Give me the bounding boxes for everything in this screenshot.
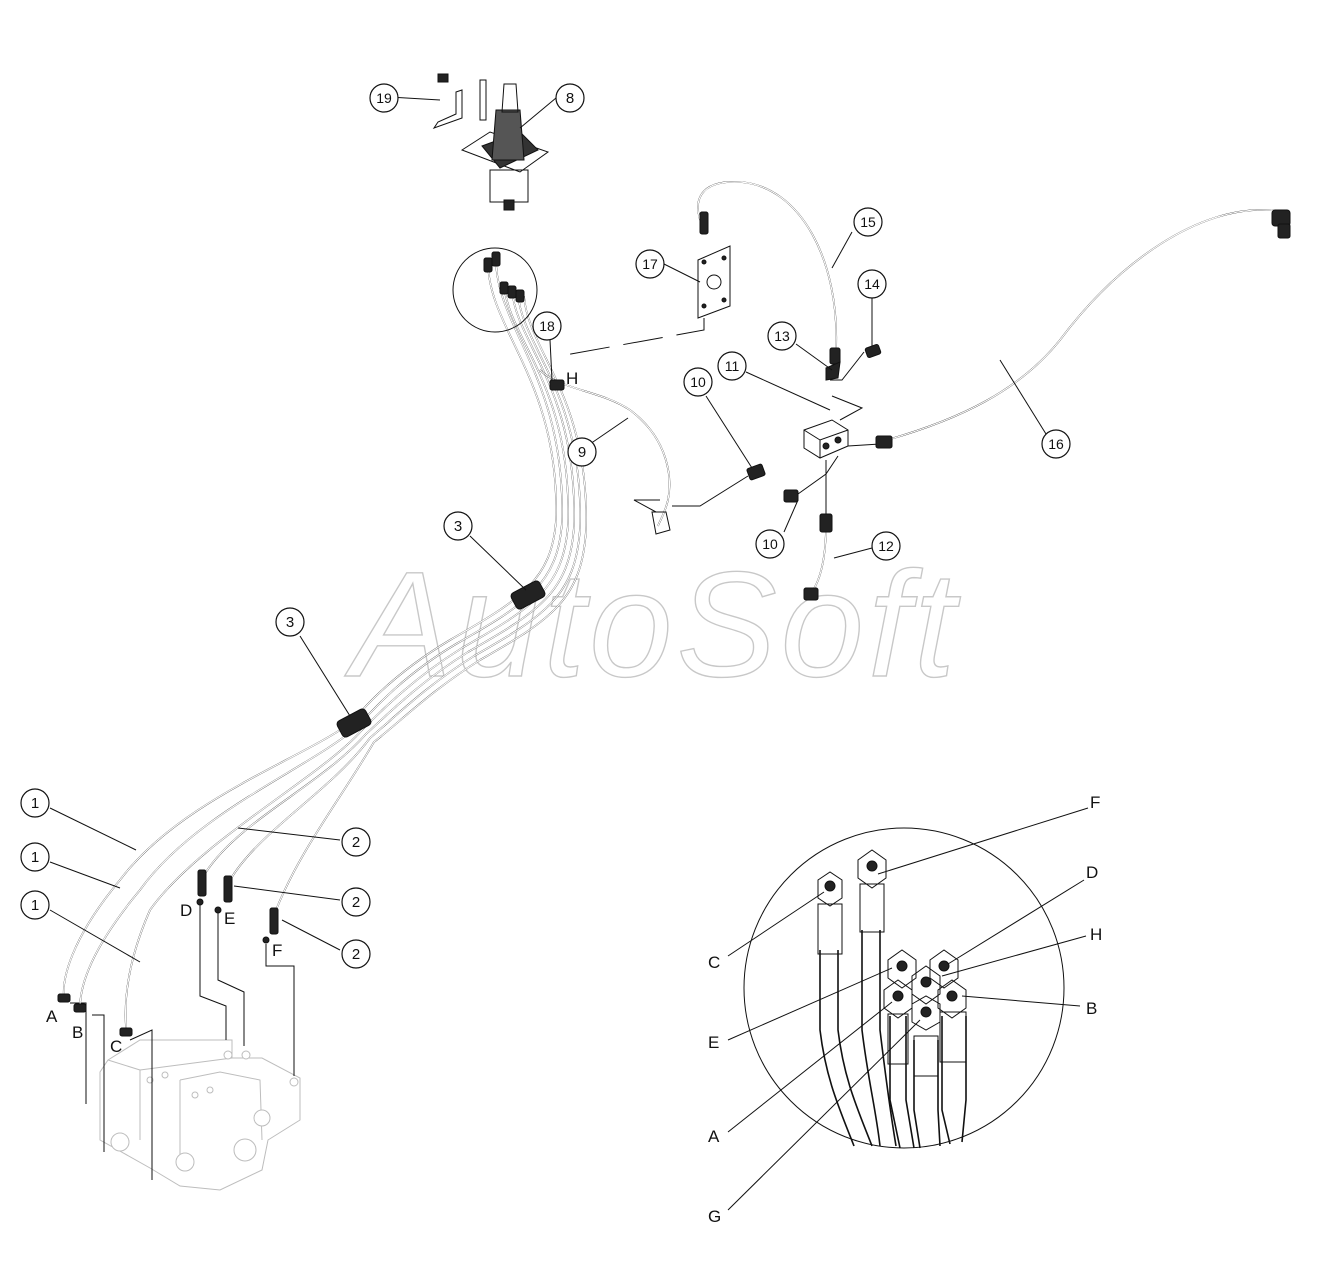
callout-17: 17 — [635, 249, 665, 279]
detail-letter-A: A — [708, 1127, 720, 1146]
detail-nut-B — [937, 979, 967, 1019]
callout-2b: 2 — [341, 887, 371, 917]
detail-letter-D: D — [1086, 863, 1098, 882]
callout-13: 13 — [767, 321, 797, 351]
callout-2c: 2 — [341, 939, 371, 969]
port-letter-F: F — [272, 941, 282, 960]
port-letter-B: B — [72, 1023, 83, 1042]
callout-3a: 3 — [443, 511, 473, 541]
detail-letter-F: F — [1090, 793, 1100, 812]
lead-11-up — [831, 395, 864, 421]
lead-10-valve — [797, 455, 839, 495]
svg-text:15: 15 — [860, 214, 876, 230]
svg-text:2: 2 — [352, 894, 360, 911]
callout-16: 16 — [1041, 429, 1071, 459]
svg-text:16: 16 — [1048, 436, 1064, 452]
svg-text:1: 1 — [31, 795, 39, 812]
callout-1c: 1 — [20, 890, 50, 920]
svg-text:17: 17 — [642, 256, 658, 272]
svg-text:3: 3 — [454, 518, 462, 535]
detail-reference-circle — [452, 247, 538, 333]
fitting-item-10-upper — [746, 463, 766, 481]
callout-14: 14 — [857, 269, 887, 299]
detail-nut-D — [929, 949, 959, 989]
detail-letter-B: B — [1086, 999, 1097, 1018]
fitting-item-13 — [825, 361, 841, 381]
svg-text:18: 18 — [539, 318, 555, 334]
lead-13-14 — [830, 351, 865, 381]
callout-3b: 3 — [275, 607, 305, 637]
svg-text:10: 10 — [762, 536, 778, 552]
detail-nut-G — [911, 995, 941, 1031]
fitting-item-10-lower — [783, 489, 799, 503]
hose-bundle — [57, 251, 587, 1037]
detail-nut-E — [887, 949, 917, 989]
port-letter-H: H — [566, 369, 578, 388]
callout-15: 15 — [853, 207, 883, 237]
hose-9-leader — [672, 475, 749, 507]
callout-8: 8 — [555, 83, 585, 113]
svg-text:2: 2 — [352, 834, 360, 851]
plate-item-17 — [697, 245, 731, 319]
control-valve-block — [99, 1039, 301, 1191]
callout-18: 18 — [532, 311, 562, 341]
fitting-item-14 — [864, 343, 882, 359]
callout-19: 19 — [369, 83, 399, 113]
dash-leader-17 — [559, 318, 705, 357]
detail-letter-H: H — [1090, 925, 1102, 944]
lead-valve-16 — [847, 443, 881, 447]
svg-text:9: 9 — [578, 444, 586, 461]
port-letter-D: D — [180, 901, 192, 920]
svg-text:14: 14 — [864, 276, 880, 292]
detail-view: F D H B C E A G — [708, 793, 1102, 1226]
hose-item-16 — [875, 209, 1291, 449]
hose-item-9 — [539, 369, 671, 535]
svg-text:1: 1 — [31, 897, 39, 914]
port-letter-C: C — [110, 1037, 122, 1056]
svg-text:1: 1 — [31, 849, 39, 866]
port-leader-lines — [70, 905, 295, 1180]
svg-text:8: 8 — [566, 90, 574, 107]
svg-text:3: 3 — [286, 614, 294, 631]
detail-nut-F — [857, 849, 887, 889]
svg-text:19: 19 — [376, 90, 392, 106]
callout-2a: 2 — [341, 827, 371, 857]
hose-9-bracket — [633, 499, 660, 513]
detail-letter-G: G — [708, 1207, 721, 1226]
port-letter-E: E — [224, 909, 235, 928]
port-letter-A: A — [46, 1007, 58, 1026]
hose-item-15 — [697, 181, 841, 365]
callout-1a: 1 — [20, 788, 50, 818]
callout-10b: 10 — [755, 529, 785, 559]
callout-11: 11 — [717, 351, 747, 381]
svg-text:12: 12 — [878, 538, 894, 554]
detail-nut-C — [817, 871, 843, 907]
svg-text:2: 2 — [352, 946, 360, 963]
callout-9: 9 — [567, 437, 597, 467]
callout-10a: 10 — [683, 367, 713, 397]
svg-text:13: 13 — [774, 328, 790, 344]
hose-clamp-upper — [510, 580, 546, 610]
bracket-item-19 — [432, 73, 463, 129]
svg-text:11: 11 — [725, 358, 740, 374]
joystick-assembly — [460, 79, 550, 211]
hose-item-12 — [803, 460, 833, 601]
callout-leaders — [49, 95, 1047, 963]
svg-text:10: 10 — [690, 374, 706, 390]
callout-12: 12 — [871, 531, 901, 561]
watermark-text: AutoSoft — [344, 540, 961, 708]
port-letters: A B C D E F H — [46, 369, 578, 1056]
detail-letter-E: E — [708, 1033, 719, 1052]
detail-view-circle — [743, 827, 1065, 1149]
valve-item-11 — [803, 419, 849, 459]
detail-letter-C: C — [708, 953, 720, 972]
callout-1b: 1 — [20, 842, 50, 872]
